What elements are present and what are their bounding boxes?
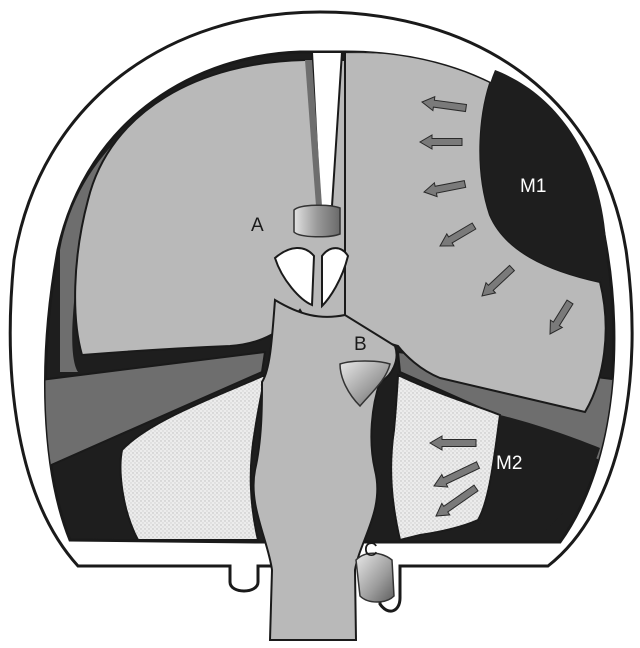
herniation-plug-a bbox=[294, 205, 340, 237]
label-m2: M2 bbox=[496, 453, 522, 474]
label-c: C bbox=[364, 540, 378, 561]
label-a: A bbox=[251, 215, 264, 236]
label-m1: M1 bbox=[520, 176, 546, 197]
label-b: B bbox=[354, 334, 367, 355]
